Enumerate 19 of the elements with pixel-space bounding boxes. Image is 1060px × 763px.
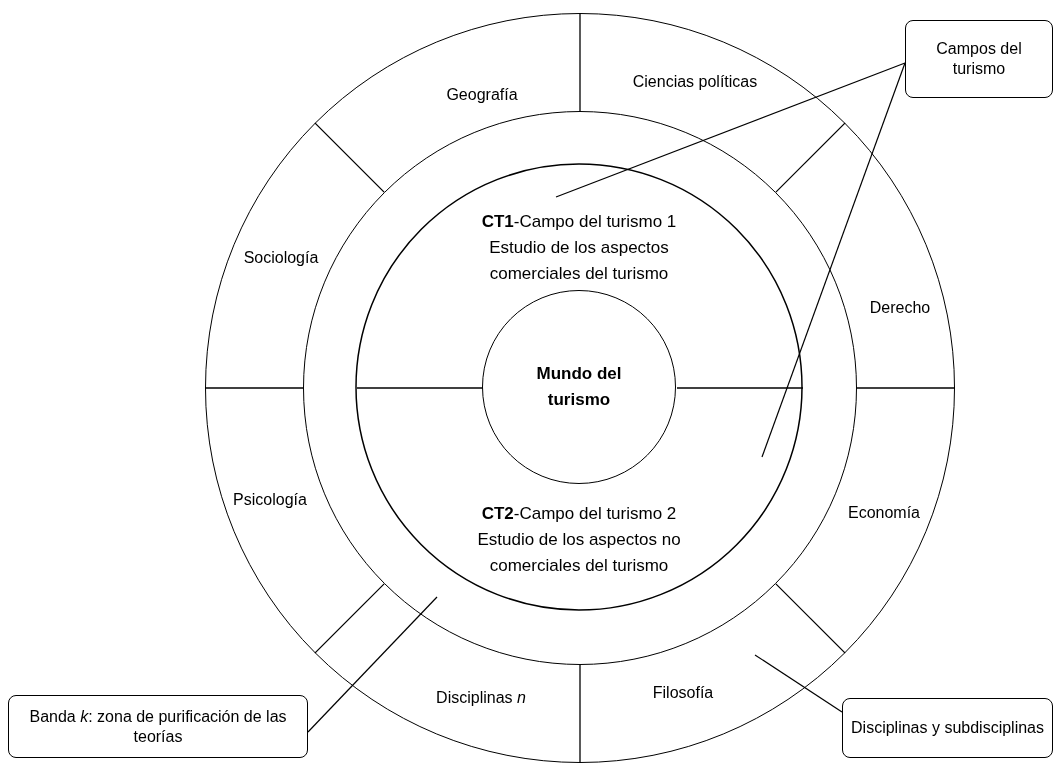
discipline-label: Disciplinas n — [436, 688, 526, 708]
leader-line — [555, 62, 906, 198]
callout-box: Campos del turismo — [905, 20, 1053, 98]
discipline-label: Filosofía — [652, 683, 714, 703]
leader-line — [307, 596, 438, 733]
discipline-label: Psicología — [233, 490, 307, 510]
discipline-label: Geografía — [446, 85, 518, 105]
callout-box: Disciplinas y subdisciplinas — [842, 698, 1053, 758]
discipline-label: Ciencias políticas — [632, 72, 758, 92]
leader-line — [761, 62, 906, 458]
discipline-label: Economía — [848, 503, 920, 523]
region-text: CT1-Campo del turismo 1 — [481, 211, 677, 233]
region-text: CT2-Campo del turismo 2 — [481, 503, 677, 525]
region-text: Estudio de los aspectos comerciales del turismo — [488, 237, 670, 285]
region-text: Estudio de los aspectos no comerciales del turismo — [476, 529, 682, 577]
callout-box: Banda k: zona de purificación de las teorías — [8, 695, 308, 758]
leader-line — [754, 654, 843, 713]
discipline-label: Sociología — [243, 248, 319, 268]
discipline-label: Derecho — [869, 298, 931, 318]
